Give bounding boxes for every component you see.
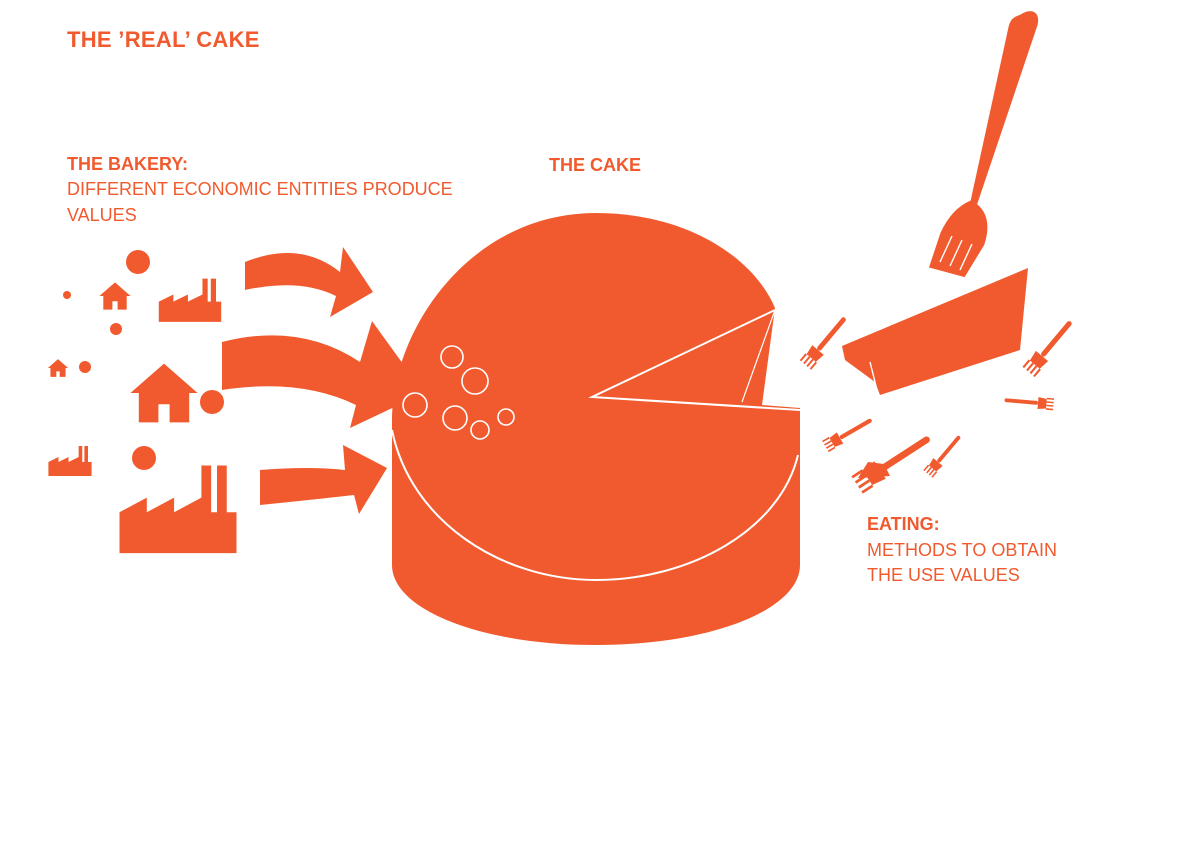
dot-icon: [132, 446, 156, 470]
eating-heading: EATING:: [867, 514, 940, 534]
dot-icon: [63, 291, 71, 299]
dot-icon: [110, 323, 122, 335]
fork-icon: [851, 429, 936, 494]
bakery-description-line2: VALUES: [67, 205, 137, 225]
bubble-icon: [497, 408, 515, 426]
page-title: THE ’REAL’ CAKE: [67, 27, 260, 52]
cake-slice-icon: [858, 462, 890, 478]
eating-description-line1: METHODS TO OBTAIN: [867, 540, 1058, 560]
fork-icon: [822, 414, 875, 453]
house-icon: [130, 363, 198, 423]
cake-heading: THE CAKE: [549, 155, 642, 175]
dot-icon: [79, 361, 91, 373]
factory-icon: [119, 465, 237, 554]
eating-description-line2: THE USE VALUES: [867, 565, 1020, 585]
bubble-icon: [470, 420, 490, 440]
bubble-icon: [402, 392, 428, 418]
bakery-description-line1: DIFFERENT ECONOMIC ENTITIES PRODUCE: [67, 179, 453, 199]
arrow-icon: [245, 247, 373, 317]
house-icon: [99, 282, 131, 310]
cake-icon: [392, 213, 800, 645]
cake-slice-icon: [842, 268, 1028, 395]
factory-icon: [48, 446, 92, 476]
dot-icon: [200, 390, 224, 414]
arrow-icon: [222, 321, 424, 428]
dot-icon: [126, 250, 150, 274]
arrow-icon: [260, 445, 387, 514]
fork-icon: [799, 313, 851, 370]
bubble-icon: [461, 367, 489, 395]
bubble-icon: [440, 345, 464, 369]
house-icon: [47, 359, 69, 377]
fork-icon: [1004, 394, 1055, 411]
bakery-heading: THE BAKERY:: [67, 154, 188, 174]
fork-icon: [1022, 316, 1077, 378]
factory-icon: [158, 278, 222, 322]
fork-icon: [927, 9, 1040, 279]
bubble-icon: [442, 405, 468, 431]
